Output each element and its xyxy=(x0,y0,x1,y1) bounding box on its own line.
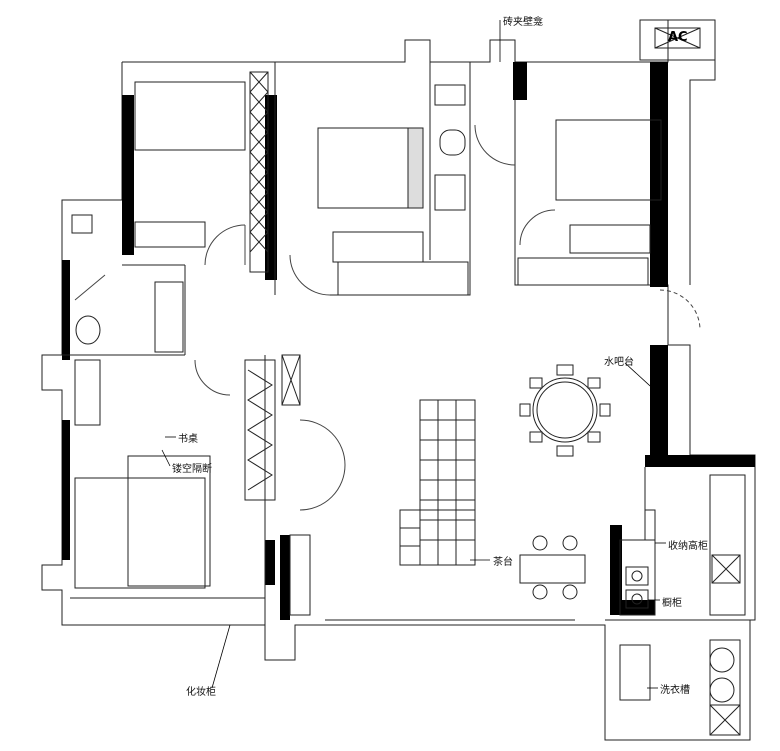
label-hollow-partition: 镂空隔断 xyxy=(172,464,212,475)
label-laundry-sink: 洗衣槽 xyxy=(660,685,690,696)
dining-table xyxy=(519,364,611,457)
interior-walls xyxy=(62,62,750,626)
label-dresser: 化妆柜 xyxy=(186,687,216,698)
bathroom-fixtures xyxy=(71,84,466,353)
label-niche: 砖夹壁龛 xyxy=(503,17,543,28)
tea-table xyxy=(519,535,586,600)
label-desk: 书桌 xyxy=(178,434,198,445)
label-ac: AC xyxy=(668,30,688,45)
wardrobes xyxy=(74,71,651,616)
laundry xyxy=(619,639,741,736)
sofa xyxy=(399,399,476,566)
ac-box xyxy=(654,27,701,49)
doors xyxy=(74,124,701,511)
label-tall-storage: 收纳高柜 xyxy=(668,541,708,552)
label-kitchen-cabinet: 橱柜 xyxy=(662,598,682,609)
leader-lines xyxy=(161,20,666,689)
label-tea-table: 茶台 xyxy=(493,557,513,568)
label-water-bar: 水吧台 xyxy=(604,357,634,368)
beds xyxy=(74,81,662,589)
kitchen xyxy=(619,474,746,616)
